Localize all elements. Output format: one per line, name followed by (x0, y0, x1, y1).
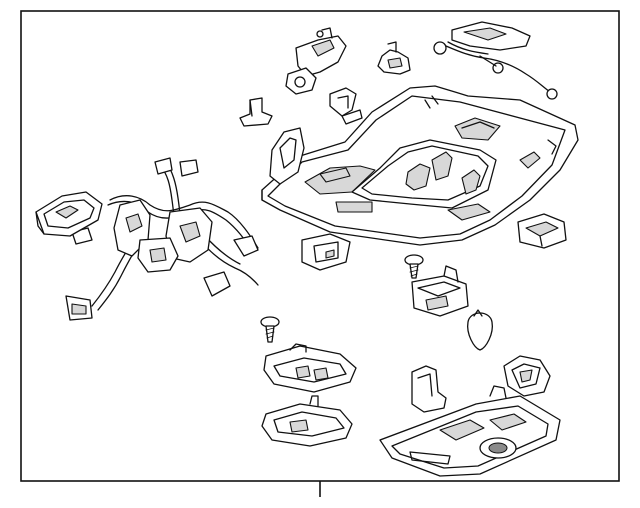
switch-module-mid[interactable] (411, 265, 469, 317)
lamp-assembly-lower-left[interactable] (263, 343, 357, 393)
switch-connector-left[interactable] (35, 191, 103, 237)
mount-bracket-lower[interactable] (411, 365, 447, 413)
screw-upper[interactable] (404, 254, 424, 279)
screw-lower[interactable] (260, 316, 280, 343)
clip-lower-right[interactable] (503, 355, 551, 397)
clip-upper-left[interactable] (239, 97, 273, 127)
overhead-console-housing[interactable] (261, 85, 579, 246)
sensor-harness[interactable] (433, 21, 558, 100)
bracket-small-mid[interactable] (301, 233, 351, 271)
bracket-upper[interactable] (285, 27, 347, 95)
lamp-socket-right[interactable] (517, 213, 567, 249)
lamp-lens-lower-left[interactable] (261, 395, 353, 447)
retainer-upper[interactable] (377, 41, 411, 75)
console-trim-panel[interactable] (379, 385, 561, 477)
bulb[interactable] (467, 309, 493, 351)
clip-small[interactable] (329, 87, 363, 125)
wiring-harness[interactable] (65, 157, 259, 321)
